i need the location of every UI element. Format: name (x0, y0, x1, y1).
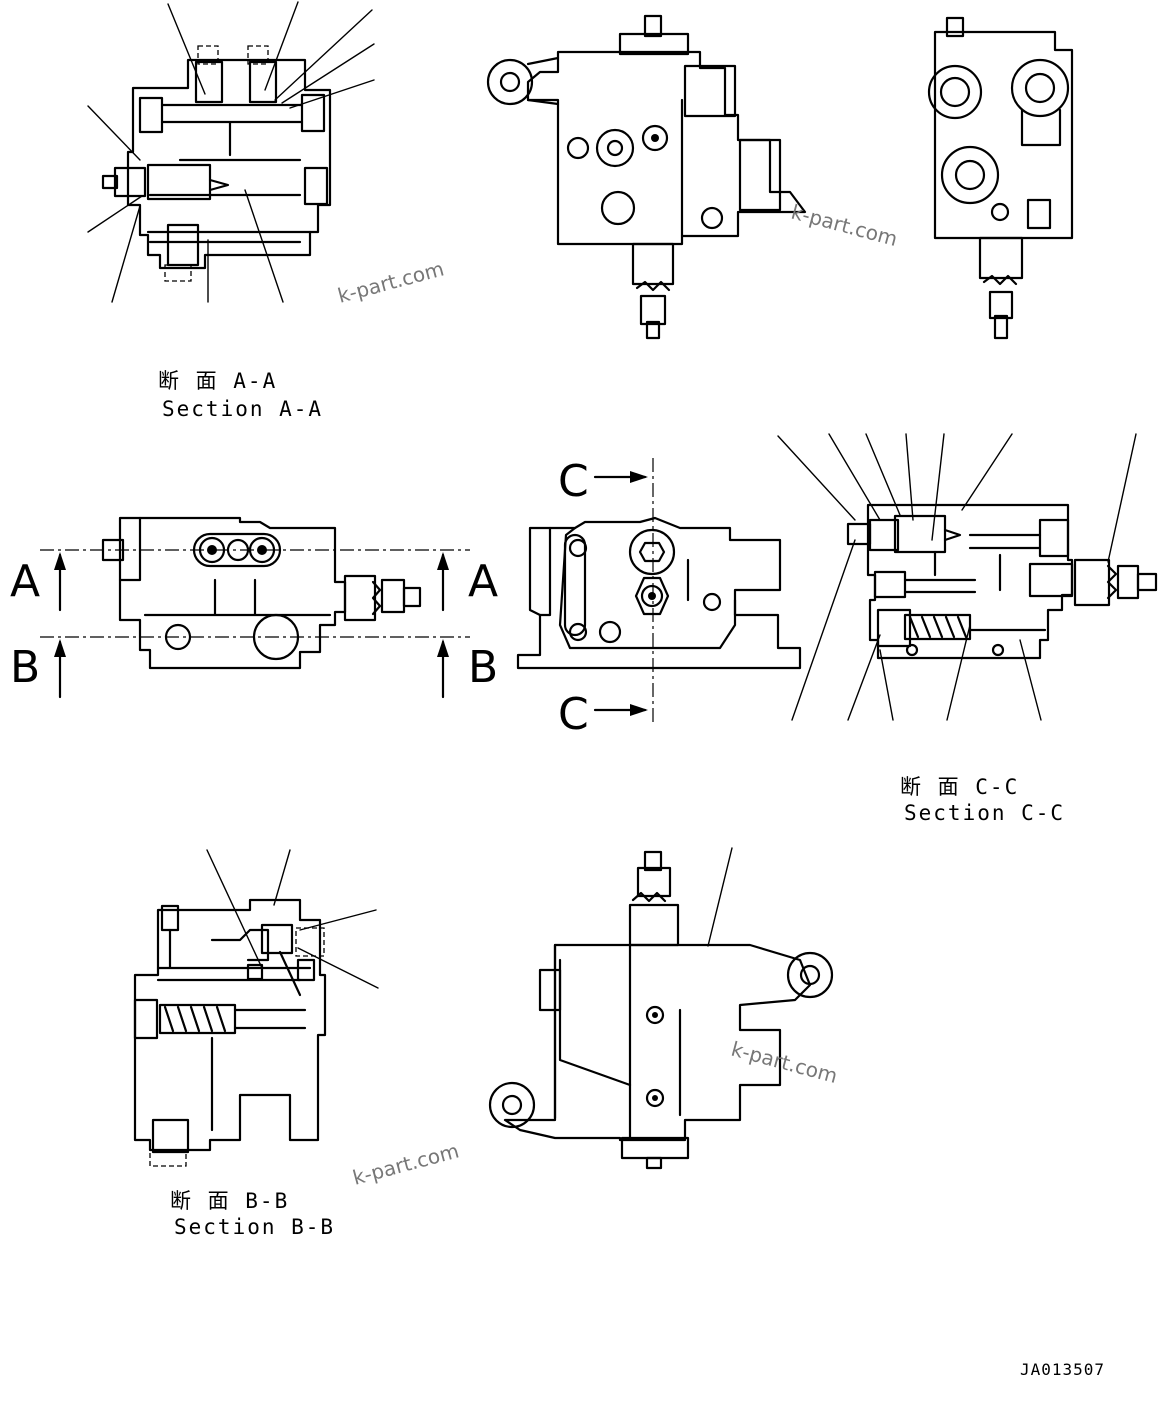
section-b-jp-caption: 断 面 B-B (170, 1189, 289, 1213)
section-a-a-view (87, 1, 375, 303)
side-view-with-cut-lines (40, 516, 470, 699)
section-a-jp-caption: 断 面 A-A (158, 369, 277, 393)
section-b-en-caption: Section B-B (174, 1215, 335, 1239)
section-c-c-view (777, 433, 1158, 721)
side-view (927, 16, 1074, 340)
watermark-4: k-part.com (350, 1138, 461, 1189)
cut-label-c-top: C (558, 456, 589, 507)
cut-label-a-left: A (10, 556, 40, 607)
section-a-en-caption: Section A-A (162, 397, 323, 421)
section-c-en-caption: Section C-C (904, 801, 1065, 825)
top-view-with-cut-line (516, 458, 802, 726)
cut-label-b-left: B (10, 642, 40, 693)
cut-label-c-bottom: C (558, 689, 589, 740)
watermark-3: k-part.com (729, 1037, 840, 1088)
bottom-view (488, 847, 834, 1170)
watermark-1: k-part.com (335, 256, 446, 307)
cut-label-b-right: B (468, 642, 498, 693)
drawing-code: JA013507 (1020, 1360, 1105, 1379)
section-b-b-view (133, 849, 379, 1167)
section-c-jp-caption: 断 面 C-C (900, 775, 1019, 799)
watermark-2: k-part.com (789, 200, 900, 251)
front-view (486, 14, 807, 340)
cut-label-a-right: A (468, 556, 498, 607)
